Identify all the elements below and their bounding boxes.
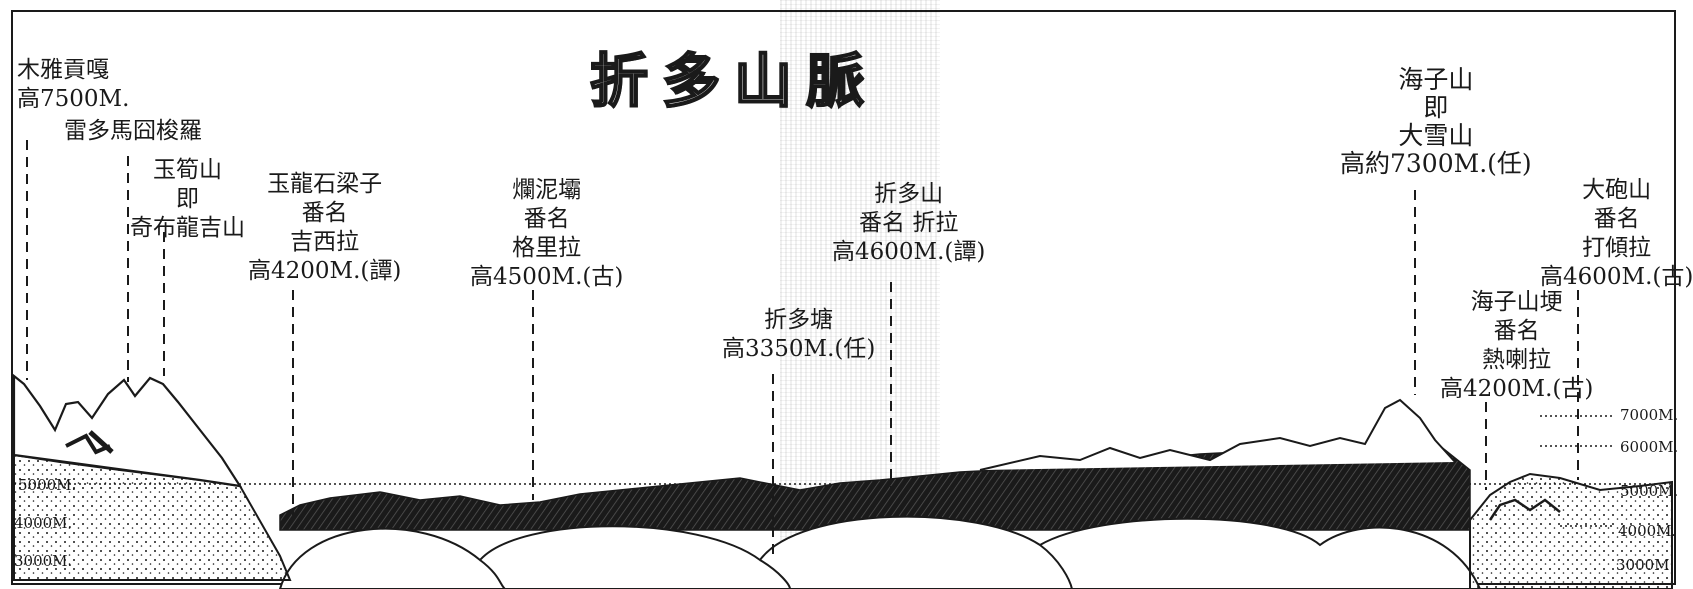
scale-left-4000: 4000M. (14, 514, 73, 532)
label-dapao-fanming: 番名 (1593, 206, 1640, 232)
label-dapao-alias: 打傾拉 (1582, 235, 1652, 261)
label-yulong-fanming: 番名 (301, 200, 348, 226)
label-yulong-height: 高4200M.(譚) (248, 258, 402, 284)
scale-left-5000: 5000M. (18, 476, 77, 494)
label-dapao: 大砲山 番名 打傾拉 高4600M.(古) (1540, 176, 1693, 292)
label-dapao-height: 高4600M.(古) (1540, 264, 1693, 290)
label-dapao-name: 大砲山 (1582, 177, 1652, 203)
label-lanni-fanming: 番名 (523, 206, 570, 232)
left-peaks (12, 373, 243, 488)
label-haizi-height: 高約7300M.(任) (1340, 149, 1532, 178)
label-lanni: 爛泥壩 番名 格里拉 高4500M.(古) (470, 176, 623, 292)
label-zheduoshan: 折多山 番名 折拉 高4600M.(譚) (832, 180, 985, 267)
label-leiduo: 雷多馬囧梭羅 (64, 117, 202, 146)
label-zheduotang: 折多塘 高3350M.(任) (722, 306, 875, 364)
label-yusun: 玉筍山 即 奇布龍吉山 (130, 156, 245, 243)
scale-right-5000: 5000M. (1620, 482, 1679, 500)
label-haizigeng-height: 高4200M.(古) (1440, 376, 1594, 402)
label-zheduoshan-height: 高4600M.(譚) (832, 239, 986, 265)
foreground-hills (278, 515, 1482, 589)
label-yulong-alias: 吉西拉 (290, 229, 360, 255)
label-muya-height: 高7500M. (17, 86, 130, 112)
label-haizigeng-name: 海子山埂 (1470, 289, 1563, 315)
label-haizigeng-fanming: 番名 (1493, 318, 1540, 344)
label-zheduoshan-name: 折多山 (874, 181, 944, 207)
label-haizi-ji: 即 (1423, 93, 1449, 122)
label-yulong: 玉龍石梁子 番名 吉西拉 高4200M.(譚) (248, 170, 401, 286)
label-yusun-name: 玉筍山 (153, 157, 222, 183)
label-zheduotang-height: 高3350M.(任) (722, 336, 876, 362)
label-muya: 木雅貢嘎 高7500M. (17, 56, 129, 114)
scale-right-4000: 4000M. (1618, 522, 1677, 540)
label-lanni-alias: 格里拉 (512, 235, 582, 261)
snow-ridge (979, 398, 1456, 471)
label-yusun-alias: 奇布龍吉山 (130, 215, 245, 241)
label-haizigeng-alias: 熱喇拉 (1482, 347, 1552, 373)
label-haizi-name: 海子山 (1398, 65, 1474, 94)
label-lanni-name: 爛泥壩 (512, 177, 582, 203)
scale-right-7000: 7000M. (1620, 406, 1679, 424)
diagram-title: 折多山脈 (589, 46, 879, 116)
label-lanni-height: 高4500M.(古) (470, 264, 624, 290)
label-muya-name: 木雅貢嘎 (17, 57, 109, 83)
label-yusun-ji: 即 (176, 186, 199, 212)
scale-right-6000: 6000M. (1620, 438, 1679, 456)
label-zheduoshan-fanming: 番名 折拉 (859, 210, 959, 236)
label-zheduotang-name: 折多塘 (764, 307, 834, 333)
label-haizi-alias: 大雪山 (1398, 121, 1474, 150)
label-haizi: 海子山 即 大雪山 高約7300M.(任) (1340, 66, 1532, 178)
label-haizigeng: 海子山埂 番名 熱喇拉 高4200M.(古) (1440, 288, 1593, 404)
label-leiduo-name: 雷多馬囧梭羅 (64, 118, 202, 144)
label-yulong-name: 玉龍石梁子 (267, 171, 383, 197)
scale-right-3000: 3000M. (1616, 556, 1675, 574)
scale-left-3000: 3000M. (14, 552, 73, 570)
